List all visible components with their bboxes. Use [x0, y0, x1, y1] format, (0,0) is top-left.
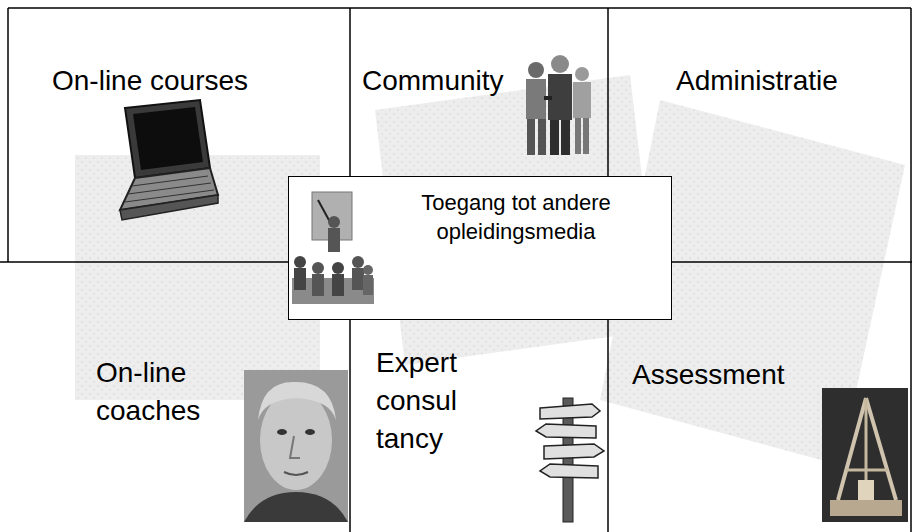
coach-photo: [244, 370, 348, 522]
cell-box: Administratie: [608, 8, 912, 262]
cell-box: Assessment: [608, 262, 912, 532]
cell-title: Administratie: [676, 62, 896, 100]
cell-title: On-line courses: [52, 62, 292, 100]
cell-box: Expert consul tancy: [350, 262, 608, 532]
grid-line: [910, 8, 912, 532]
cell-box: On-line courses: [8, 8, 350, 262]
laptop-icon: [120, 100, 218, 220]
grid-line: [8, 7, 911, 9]
cell-title: Community: [362, 62, 522, 100]
presentation-icon: [292, 192, 374, 304]
centre-box: Toegang tot andere opleidingsmedia: [288, 176, 672, 320]
people-icon: [526, 55, 591, 155]
cell-box: On-line coaches: [8, 262, 350, 532]
cell-title: On-line coaches: [96, 354, 236, 430]
centre-box-ground: [288, 176, 672, 320]
box-label: Toegang tot andere opleidingsmedia: [381, 189, 651, 246]
assessment-photo: [822, 388, 908, 522]
cell-title: Assessment: [632, 356, 822, 394]
cell-title: Expert consul tancy: [376, 344, 471, 458]
grid-line: [7, 8, 9, 262]
signpost-icon: [536, 398, 604, 522]
